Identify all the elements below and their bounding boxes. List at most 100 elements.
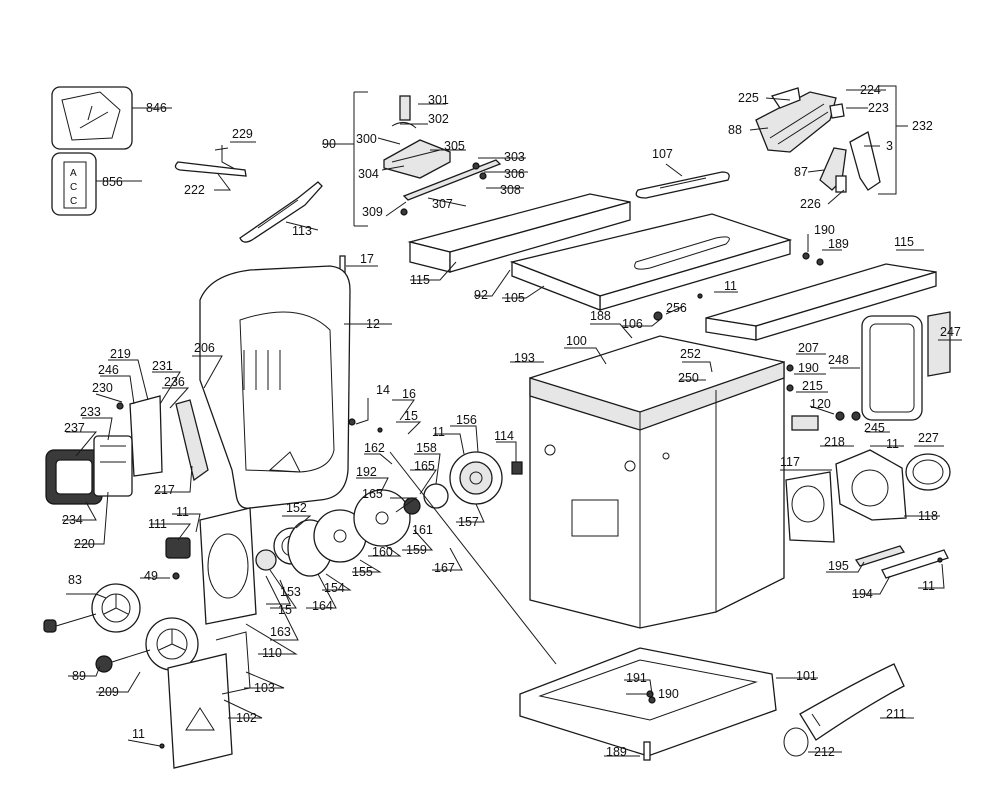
callout-224: 224: [860, 83, 881, 97]
callout-11-far-right: 11: [922, 579, 935, 593]
bracket-part-111: [165, 537, 191, 559]
callout-305: 305: [444, 139, 465, 153]
callout-231: 231: [152, 359, 173, 373]
callout-153: 153: [280, 585, 301, 599]
callout-309: 309: [362, 205, 383, 219]
screw-part-189b: [643, 741, 651, 761]
callout-217: 217: [154, 483, 175, 497]
callout-300: 300: [356, 132, 377, 146]
callout-83: 83: [68, 573, 82, 587]
callout-115-left: 115: [410, 273, 430, 287]
callout-223: 223: [868, 101, 889, 115]
callout-215: 215: [802, 379, 823, 393]
callout-102: 102: [236, 711, 257, 725]
cabinet-part-100: [529, 335, 785, 629]
callout-209: 209: [98, 685, 119, 699]
dust-port-part-118: [835, 449, 907, 521]
hose-clamp-part-212: [783, 727, 809, 757]
callout-167: 167: [434, 561, 455, 575]
callout-3: 3: [886, 139, 893, 153]
callout-117: 117: [780, 455, 800, 469]
callout-220: 220: [74, 537, 95, 551]
throat-plate-part-107: [635, 171, 730, 199]
callout-190-mid: 190: [798, 361, 819, 375]
callout-247: 247: [940, 325, 961, 339]
callout-154: 154: [324, 581, 345, 595]
callout-159: 159: [406, 543, 427, 557]
callout-15-top: 15: [404, 409, 418, 423]
base-part-101: [519, 647, 777, 757]
handle-part-103: [215, 631, 251, 695]
callout-11-top: 11: [724, 279, 737, 293]
callout-256: 256: [666, 301, 687, 315]
callout-11-mid: 11: [432, 425, 445, 439]
callout-195: 195: [828, 559, 849, 573]
callout-11-right: 11: [886, 437, 899, 451]
bearing-part-153: [255, 549, 277, 571]
callout-100: 100: [566, 334, 587, 348]
dust-shroud-part-12: [199, 265, 351, 509]
callout-120: 120: [810, 397, 831, 411]
callout-155: 155: [352, 565, 373, 579]
callout-250: 250: [678, 371, 699, 385]
callout-92: 92: [474, 288, 488, 302]
callout-152: 152: [286, 501, 307, 515]
callout-212: 212: [814, 745, 835, 759]
callout-103: 103: [254, 681, 275, 695]
dust-chute-part-117: [785, 471, 835, 543]
motor-cover-part-248: [861, 315, 923, 421]
bracket-part-195: [854, 545, 906, 567]
callout-164: 164: [312, 599, 333, 613]
decal-letter-c1: C: [70, 182, 77, 193]
callout-252: 252: [680, 347, 701, 361]
callout-113: 113: [292, 224, 312, 238]
switch-box-part-234: [45, 449, 103, 505]
callout-222: 222: [184, 183, 205, 197]
callout-190-bottom: 190: [658, 687, 679, 701]
callout-15-bottom: 15: [278, 603, 292, 617]
callout-192: 192: [356, 465, 377, 479]
front-plate-part-110: [199, 507, 257, 625]
front-cover-part-102: [167, 653, 233, 769]
callout-226: 226: [800, 197, 821, 211]
rail-part-194: [881, 549, 949, 579]
callout-190-top: 190: [814, 223, 835, 237]
manual-part-846: [51, 86, 133, 150]
hardware-fasteners: [116, 252, 943, 749]
callout-11-left: 11: [176, 505, 189, 519]
callout-165-left: 165: [362, 487, 383, 501]
callout-304: 304: [358, 167, 379, 181]
callout-229: 229: [232, 127, 253, 141]
callout-101: 101: [796, 669, 817, 683]
decal-part-856: A C C: [51, 152, 97, 216]
callout-246: 246: [98, 363, 119, 377]
decal-part-218: [791, 415, 819, 431]
callout-188: 188: [590, 309, 611, 323]
callout-227: 227: [918, 431, 939, 445]
wrench-part-222: [174, 161, 247, 177]
blade-guard-part-88: [755, 87, 845, 153]
callout-162: 162: [364, 441, 385, 455]
callout-236: 236: [164, 375, 185, 389]
callout-17: 17: [360, 252, 374, 266]
callout-194: 194: [852, 587, 873, 601]
callout-211: 211: [886, 707, 906, 721]
callout-308: 308: [500, 183, 521, 197]
callout-158: 158: [416, 441, 437, 455]
callout-307: 307: [432, 197, 453, 211]
callout-207: 207: [798, 341, 819, 355]
motor-flange-part-156: [449, 451, 503, 505]
callout-206: 206: [194, 341, 215, 355]
table-extension-right-part-115: [705, 263, 937, 341]
callout-218: 218: [824, 435, 845, 449]
callout-89: 89: [72, 669, 86, 683]
clip-part-114: [511, 461, 523, 475]
callout-301: 301: [428, 93, 449, 107]
callout-14: 14: [376, 383, 390, 397]
callout-87: 87: [794, 165, 808, 179]
table-top-part-105: [509, 213, 793, 311]
callout-225: 225: [738, 91, 759, 105]
push-stick-part-113: [239, 181, 323, 243]
callout-111: 111: [148, 517, 167, 531]
leader-lines: [62, 85, 962, 757]
